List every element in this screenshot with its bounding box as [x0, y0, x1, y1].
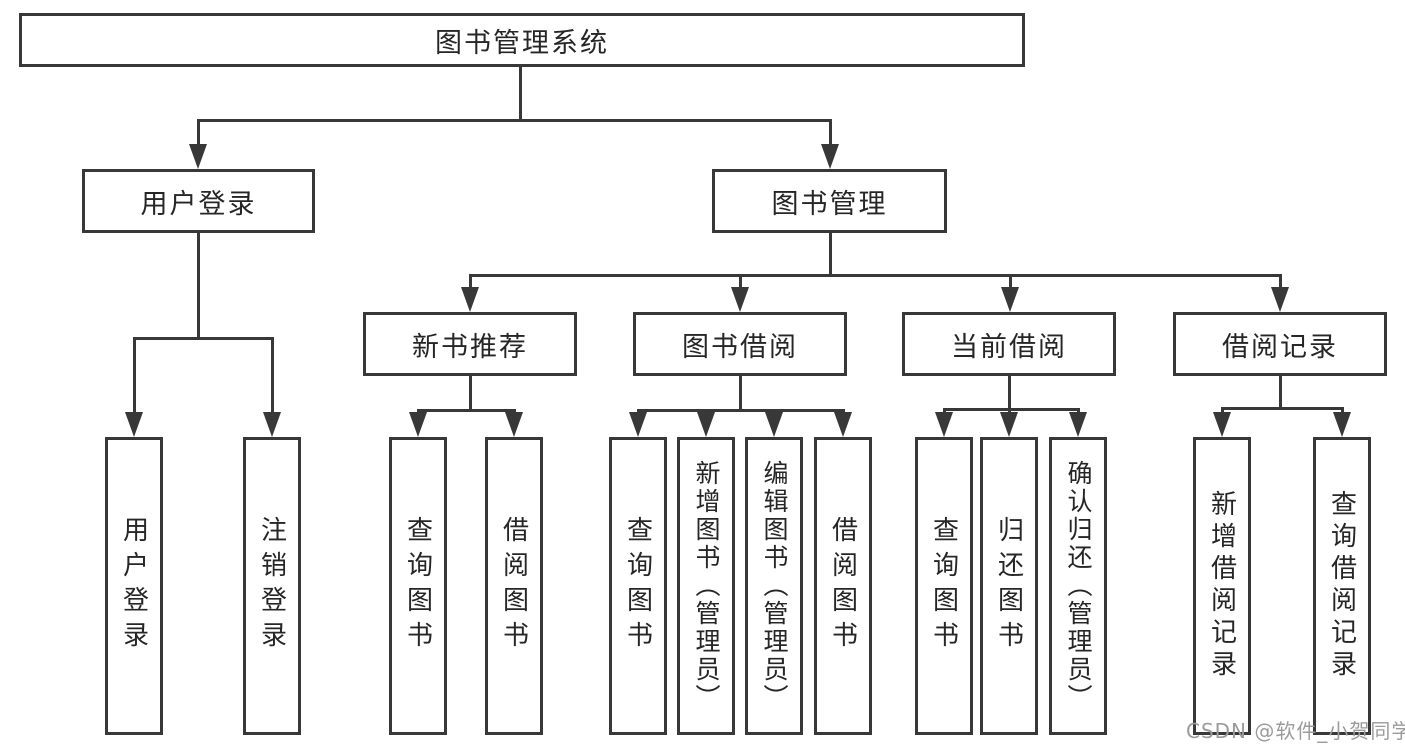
node-user-login: 用户登录: [82, 169, 315, 233]
node-logout: 注销登录: [243, 437, 301, 735]
node-label: 借阅记录: [1222, 331, 1338, 363]
node-label: 当前借阅: [951, 331, 1067, 363]
node-label: 用户登录: [118, 516, 149, 656]
connector-line: [197, 119, 200, 148]
node-label: 新增图书（管理员）: [692, 460, 721, 712]
node-label: 图书借阅: [682, 331, 798, 363]
node-return-books: 归还图书: [980, 437, 1038, 735]
node-search-books: 查询图书: [915, 437, 973, 735]
arrow-down-icon: [1333, 412, 1351, 437]
arrow-down-icon: [125, 412, 143, 437]
connector-stem: [1279, 376, 1282, 407]
connector-stem: [469, 376, 472, 409]
node-label: 注销登录: [256, 516, 287, 656]
connector-line: [271, 337, 274, 415]
node-label: 新增借阅记录: [1206, 490, 1237, 682]
connector-branch: [469, 274, 1282, 277]
arrow-down-icon: [629, 412, 647, 437]
node-borrowing-records: 借阅记录: [1173, 312, 1387, 376]
arrow-down-icon: [505, 412, 523, 437]
node-book-borrowing: 图书借阅: [633, 312, 847, 376]
node-label: 图书管理: [771, 188, 888, 220]
arrow-down-icon: [461, 287, 479, 312]
node-search-books: 查询图书: [609, 437, 667, 735]
node-label: 查询图书: [622, 516, 653, 656]
connector-line: [739, 274, 742, 292]
arrow-down-icon: [765, 412, 783, 437]
node-borrow-books: 借阅图书: [485, 437, 543, 735]
node-label: 查询图书: [402, 516, 433, 656]
connector-root-stem: [519, 67, 522, 119]
connector-line: [1221, 407, 1224, 415]
connector-stem: [1008, 376, 1011, 408]
arrow-down-icon: [1001, 287, 1019, 312]
connector-root-branch: [197, 119, 832, 122]
connector-branch: [943, 408, 1080, 411]
arrow-down-icon: [263, 412, 281, 437]
node-label: 归还图书: [993, 516, 1024, 656]
node-label: 查询借阅记录: [1326, 490, 1357, 682]
node-borrow-books: 借阅图书: [814, 437, 872, 735]
connector-branch: [1221, 407, 1344, 410]
node-search-books: 查询图书: [389, 437, 447, 735]
connector-stem: [739, 376, 742, 409]
node-label: 图书管理系统: [435, 27, 609, 59]
node-label: 用户登录: [140, 188, 257, 220]
connector-branch: [637, 409, 845, 412]
connector-line: [1341, 407, 1344, 415]
arrow-down-icon: [821, 144, 839, 169]
node-new-book-recommendation: 新书推荐: [363, 312, 577, 376]
node-edit-book-admin: 编辑图书（管理员）: [745, 437, 803, 735]
connector-line: [829, 119, 832, 148]
arrow-down-icon: [409, 412, 427, 437]
node-book-management: 图书管理: [712, 169, 947, 233]
node-label: 借阅图书: [498, 516, 529, 656]
arrow-down-icon: [1213, 412, 1231, 437]
arrow-down-icon: [731, 287, 749, 312]
connector-line: [1279, 274, 1282, 292]
csdn-watermark: CSDN @软件_小贺同学: [1186, 719, 1405, 743]
node-label: 借阅图书: [827, 516, 858, 656]
connector-line: [469, 274, 472, 292]
arrow-down-icon: [834, 412, 852, 437]
node-add-borrow-record: 新增借阅记录: [1193, 437, 1251, 735]
connector-branch: [133, 337, 274, 340]
arrow-down-icon: [1069, 412, 1087, 437]
node-current-borrowing: 当前借阅: [902, 312, 1116, 376]
node-label: 确认归还（管理员）: [1064, 460, 1093, 712]
node-add-book-admin: 新增图书（管理员）: [677, 437, 735, 735]
node-label: 查询图书: [928, 516, 959, 656]
arrow-down-icon: [935, 412, 953, 437]
node-label: 新书推荐: [412, 331, 528, 363]
node-label: 编辑图书（管理员）: [760, 460, 789, 712]
connector-stem: [197, 233, 200, 337]
arrow-down-icon: [189, 144, 207, 169]
connector-line: [1009, 274, 1012, 292]
connector-stem: [829, 233, 832, 274]
arrow-down-icon: [697, 412, 715, 437]
connector-line: [133, 337, 136, 415]
node-search-borrow-record: 查询借阅记录: [1313, 437, 1371, 735]
arrow-down-icon: [1271, 287, 1289, 312]
connector-branch: [417, 409, 516, 412]
node-user-login-leaf: 用户登录: [105, 437, 163, 735]
arrow-down-icon: [1000, 412, 1018, 437]
node-library-management-system: 图书管理系统: [19, 13, 1025, 67]
node-confirm-return-admin: 确认归还（管理员）: [1049, 437, 1107, 735]
